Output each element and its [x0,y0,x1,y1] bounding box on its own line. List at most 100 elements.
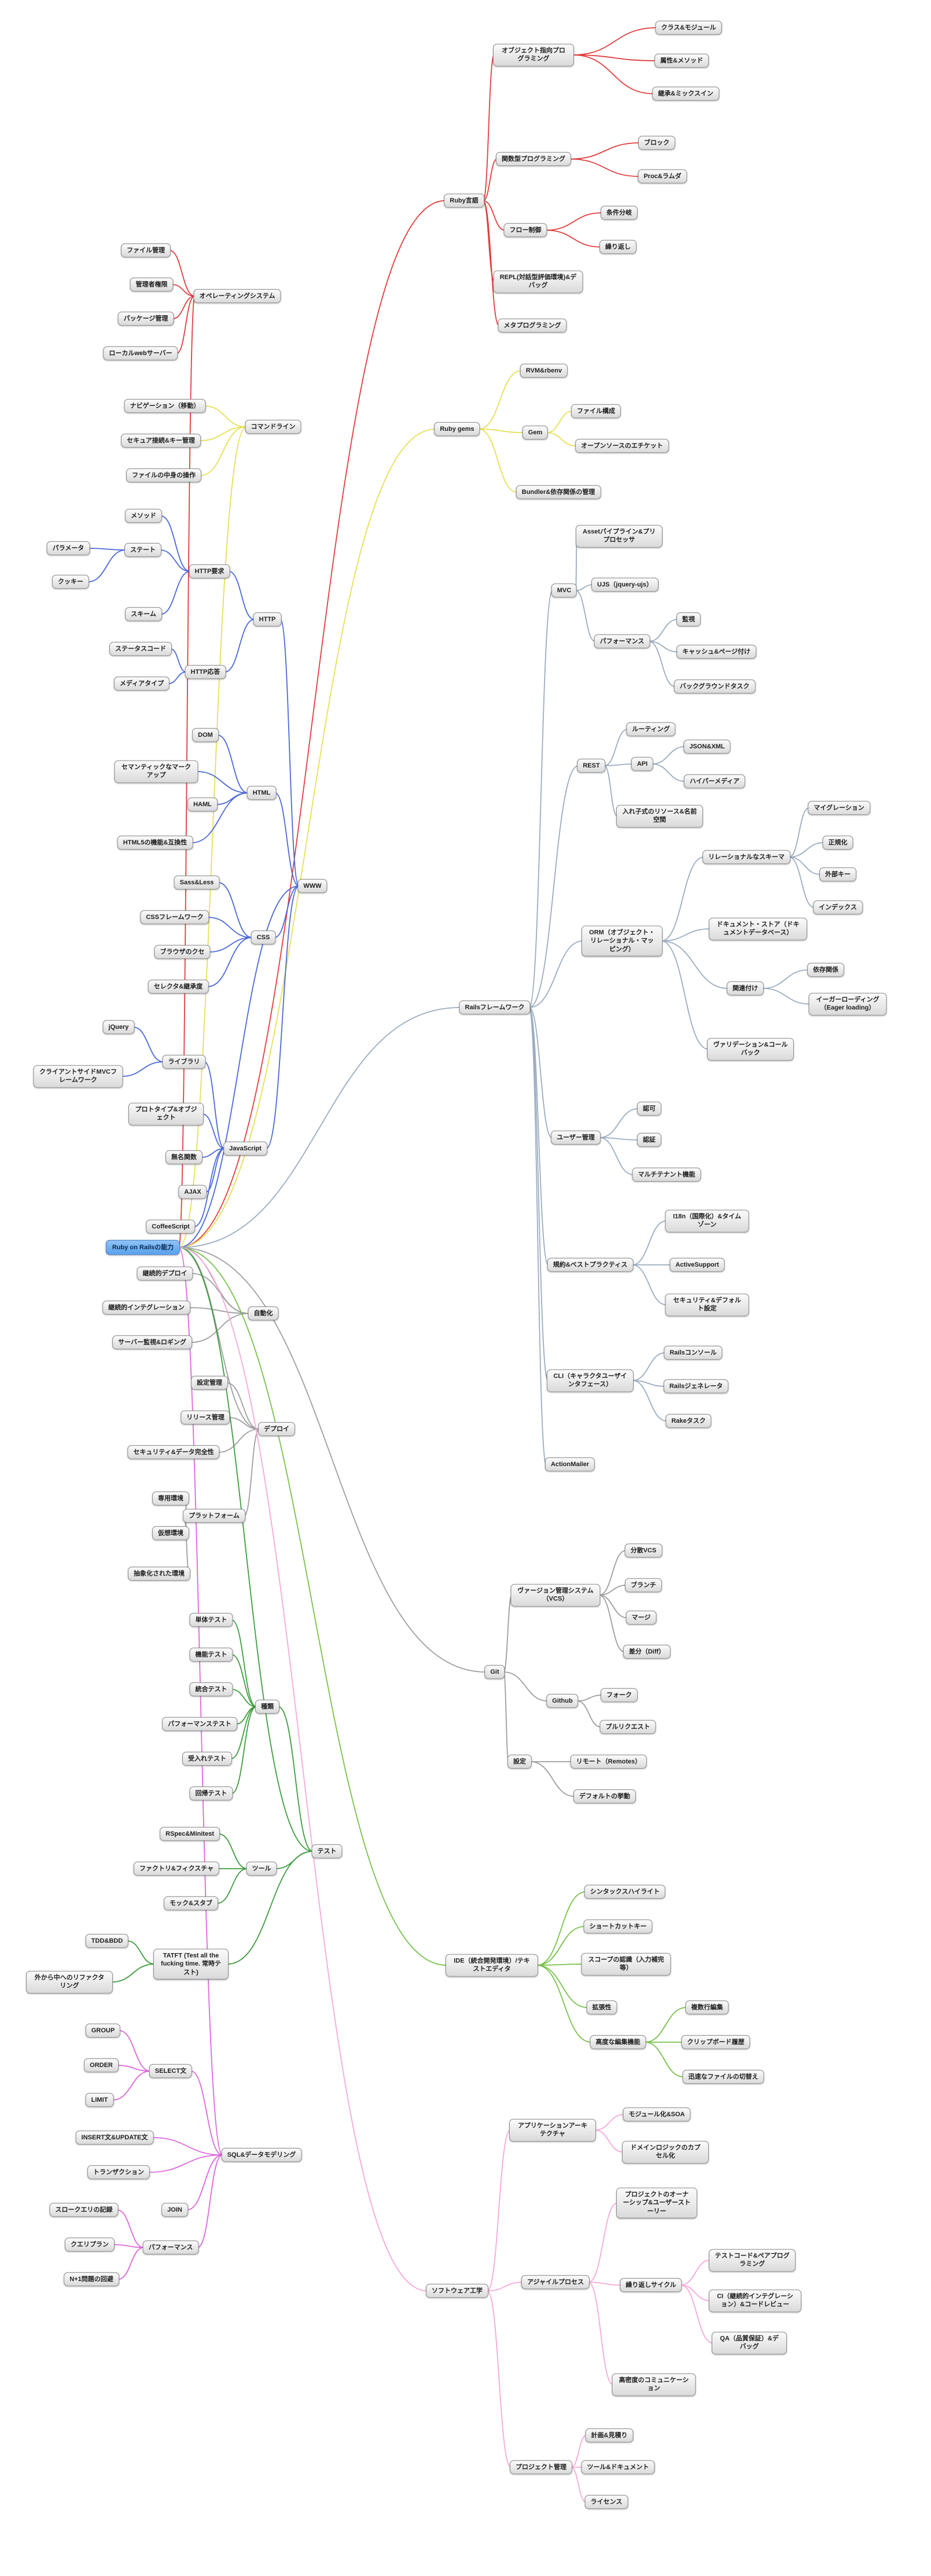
mindmap-node[interactable]: パッケージ管理 [117,311,174,326]
mindmap-node[interactable]: 継続的デプロイ [137,1266,193,1281]
mindmap-node[interactable]: トランザクション [87,2165,150,2180]
mindmap-node[interactable]: サーバー監視&ロギング [112,1335,192,1350]
mindmap-node[interactable]: アジャイルプロセス [521,2275,590,2290]
mindmap-node[interactable]: 単体テスト [189,1612,233,1627]
mindmap-node[interactable]: ユーザー管理 [551,1130,601,1145]
mindmap-node[interactable]: Railsフレームワーク [459,1000,531,1015]
mindmap-node[interactable]: マージ [625,1610,657,1625]
mindmap-node[interactable]: 管理者権限 [130,277,174,292]
mindmap-node[interactable]: フォーク [601,1688,638,1703]
mindmap-node[interactable]: HAML [187,797,218,812]
mindmap-node[interactable]: 拡張性 [586,2000,617,2015]
mindmap-node[interactable]: TDD&BDD [85,1933,129,1948]
mindmap-node[interactable]: スロークエリの記録 [49,2202,119,2217]
mindmap-node[interactable]: ステート [124,542,161,558]
mindmap-node[interactable]: TATFT (Test all the fucking time. 常時テスト) [153,1948,229,1980]
mindmap-node[interactable]: 認可 [637,1101,661,1116]
mindmap-node[interactable]: セマンティックなマークアップ [114,760,198,783]
mindmap-node[interactable]: プルリクエスト [599,1719,656,1734]
mindmap-node[interactable]: 回帰テスト [189,1786,233,1801]
mindmap-node[interactable]: モック&スタブ [164,1896,218,1911]
mindmap-node[interactable]: クッキー [52,574,89,589]
mindmap-node[interactable]: REST [577,758,606,773]
mindmap-node[interactable]: SQL&データモデリング [221,2147,302,2162]
mindmap-node[interactable]: JOIN [161,2202,188,2217]
mindmap-node[interactable]: WWW [297,879,327,894]
mindmap-node[interactable]: クライアントサイドMVCフレームワーク [33,1065,123,1088]
mindmap-node[interactable]: ライブラリ [162,1054,206,1069]
mindmap-node[interactable]: 分散VCS [624,1543,663,1558]
mindmap-node[interactable]: ツール&ドキュメント [581,2460,655,2475]
mindmap-node[interactable]: 迅速なファイルの切替え [682,2069,764,2084]
mindmap-node[interactable]: N+1問題の回避 [64,2272,119,2287]
mindmap-node[interactable]: 規約&ベストプラクティス [547,1257,634,1272]
mindmap-node[interactable]: Proc&ラムダ [638,169,687,184]
mindmap-node[interactable]: HTML5の機能&互換性 [117,835,193,850]
mindmap-node[interactable]: メディアタイプ [113,676,170,691]
mindmap-node[interactable]: 設定 [507,1754,532,1769]
mindmap-node[interactable]: ORM（オブジェクト・リレーショナル・マッピング） [582,925,663,957]
mindmap-node[interactable]: Github [546,1693,579,1708]
mindmap-node[interactable]: ブロック [638,135,675,150]
mindmap-node[interactable]: ナビゲーション（移動） [124,398,206,414]
mindmap-node[interactable]: Ruby言語 [444,193,484,208]
mindmap-node[interactable]: Gem [522,425,549,440]
mindmap-node[interactable]: I18n（国際化）&タイムゾーン [665,1209,749,1232]
mindmap-node[interactable]: クエリプラン [65,2237,115,2252]
mindmap-node[interactable]: 繰り返し [599,239,636,254]
mindmap-node[interactable]: RSpec&Minitest [160,1826,220,1841]
mindmap-node[interactable]: Sass&Less [174,875,220,890]
mindmap-node[interactable]: Assetパイプライン&プリプロセッサ [576,525,663,548]
mindmap-node[interactable]: CoffeeScript [146,1219,196,1234]
mindmap-node[interactable]: 差分（Diff） [623,1644,671,1659]
mindmap-node[interactable]: ファイル管理 [121,243,171,258]
mindmap-node[interactable]: GROUP [85,2023,121,2038]
mindmap-node[interactable]: ローカルwebサーバー [103,346,178,361]
mindmap-node[interactable]: 種類 [255,1699,279,1714]
mindmap-node[interactable]: パフォーマンステスト [162,1717,237,1732]
mindmap-node[interactable]: ソフトウェア工学 [426,2283,488,2298]
mindmap-node[interactable]: スキーム [125,607,162,622]
mindmap-node[interactable]: パフォーマンス [594,634,650,649]
mindmap-node[interactable]: 属性&メソッド [654,53,709,68]
mindmap-node[interactable]: ActionMailer [544,1457,595,1472]
mindmap-node[interactable]: 計画&見積り [585,2428,634,2443]
mindmap-node[interactable]: 入れ子式のリソース&名前空間 [616,804,703,828]
mindmap-node[interactable]: ライセンス [584,2494,628,2509]
mindmap-node[interactable]: HTTP [253,612,282,627]
mindmap-node[interactable]: オペレーティングシステム [193,289,281,304]
mindmap-root-node[interactable]: Ruby on Railsの能力 [105,1239,181,1256]
mindmap-node[interactable]: HTTP応答 [185,665,226,680]
mindmap-node[interactable]: 条件分岐 [601,205,638,220]
mindmap-node[interactable]: Railsジェネレータ [663,1379,729,1394]
mindmap-node[interactable]: jQuery [102,1020,135,1035]
mindmap-node[interactable]: 高度な編集機能 [590,2035,646,2050]
mindmap-node[interactable]: Ruby gems [434,422,480,437]
mindmap-node[interactable]: クリップボード履歴 [681,2035,750,2050]
mindmap-node[interactable]: Railsコンソール [664,1345,723,1360]
mindmap-node[interactable]: セキュリティ&デフォルト設定 [665,1293,749,1316]
mindmap-node[interactable]: プロトタイプ&オブジェクト [128,1102,204,1125]
mindmap-node[interactable]: ActiveSupport [669,1257,725,1272]
mindmap-node[interactable]: オープンソースのエチケット [575,438,669,453]
mindmap-node[interactable]: 仮想環境 [152,1526,189,1541]
mindmap-node[interactable]: 設定管理 [191,1375,228,1390]
mindmap-node[interactable]: モジュール化&SOA [623,2107,691,2122]
mindmap-node[interactable]: インデックス [813,900,863,915]
mindmap-node[interactable]: LIMIT [85,2092,114,2108]
mindmap-node[interactable]: API [631,756,654,772]
mindmap-node[interactable]: ショートカットキー [583,1919,653,1934]
mindmap-node[interactable]: リレーショナルなスキーマ [702,850,790,865]
mindmap-node[interactable]: キャッシュ&ページ付け [676,644,756,659]
mindmap-node[interactable]: プロジェクト管理 [510,2460,572,2475]
mindmap-node[interactable]: Bundler&依存関係の管理 [516,485,601,500]
mindmap-node[interactable]: テスト [311,1844,343,1859]
mindmap-node[interactable]: 複数行編集 [685,2000,729,2015]
mindmap-node[interactable]: バックグラウンドタスク [674,679,756,694]
mindmap-node[interactable]: リモート（Remotes） [570,1754,647,1769]
mindmap-node[interactable]: セキュリティ&データ完全性 [127,1445,220,1460]
mindmap-node[interactable]: 正規化 [822,835,853,850]
mindmap-node[interactable]: 認証 [637,1132,661,1147]
mindmap-node[interactable]: ファイル構成 [571,404,621,419]
mindmap-node[interactable]: 関数型プログラミング [496,152,571,167]
